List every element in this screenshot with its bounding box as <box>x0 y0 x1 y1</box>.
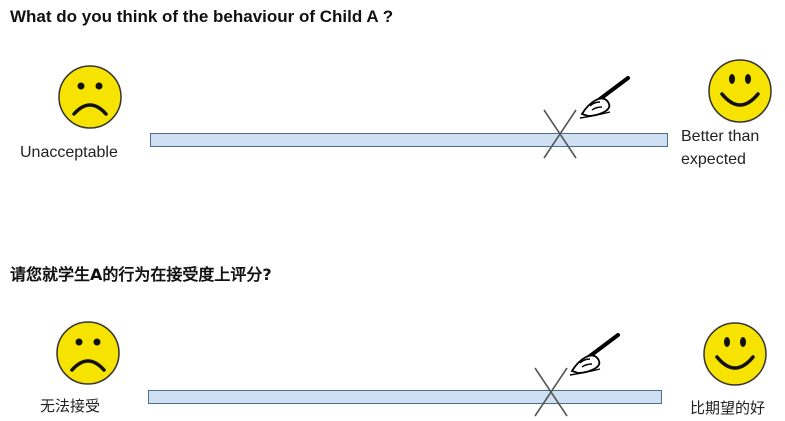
right-label-chinese: 比期望的好 <box>690 399 766 417</box>
x-mark-icon <box>531 366 571 418</box>
happy-face-icon <box>707 58 773 124</box>
right-label-english-line2: expected <box>681 151 746 168</box>
sad-face-icon <box>57 64 123 130</box>
sad-face-icon <box>55 320 121 386</box>
left-label-chinese: 无法接受 <box>40 397 101 415</box>
writing-hand-icon <box>568 333 622 377</box>
rating-scale-chinese[interactable] <box>148 390 662 404</box>
x-mark-icon <box>540 108 580 160</box>
happy-face-icon <box>702 321 768 387</box>
rating-scale-english[interactable] <box>150 133 668 147</box>
left-label-english: Unacceptable <box>20 144 118 161</box>
question-chinese: 请您就学生A的行为在接受度上评分? <box>10 265 272 284</box>
right-label-english-line1: Better than <box>681 128 760 145</box>
question-english: What do you think of the behaviour of Ch… <box>10 7 394 26</box>
writing-hand-icon <box>578 76 632 120</box>
